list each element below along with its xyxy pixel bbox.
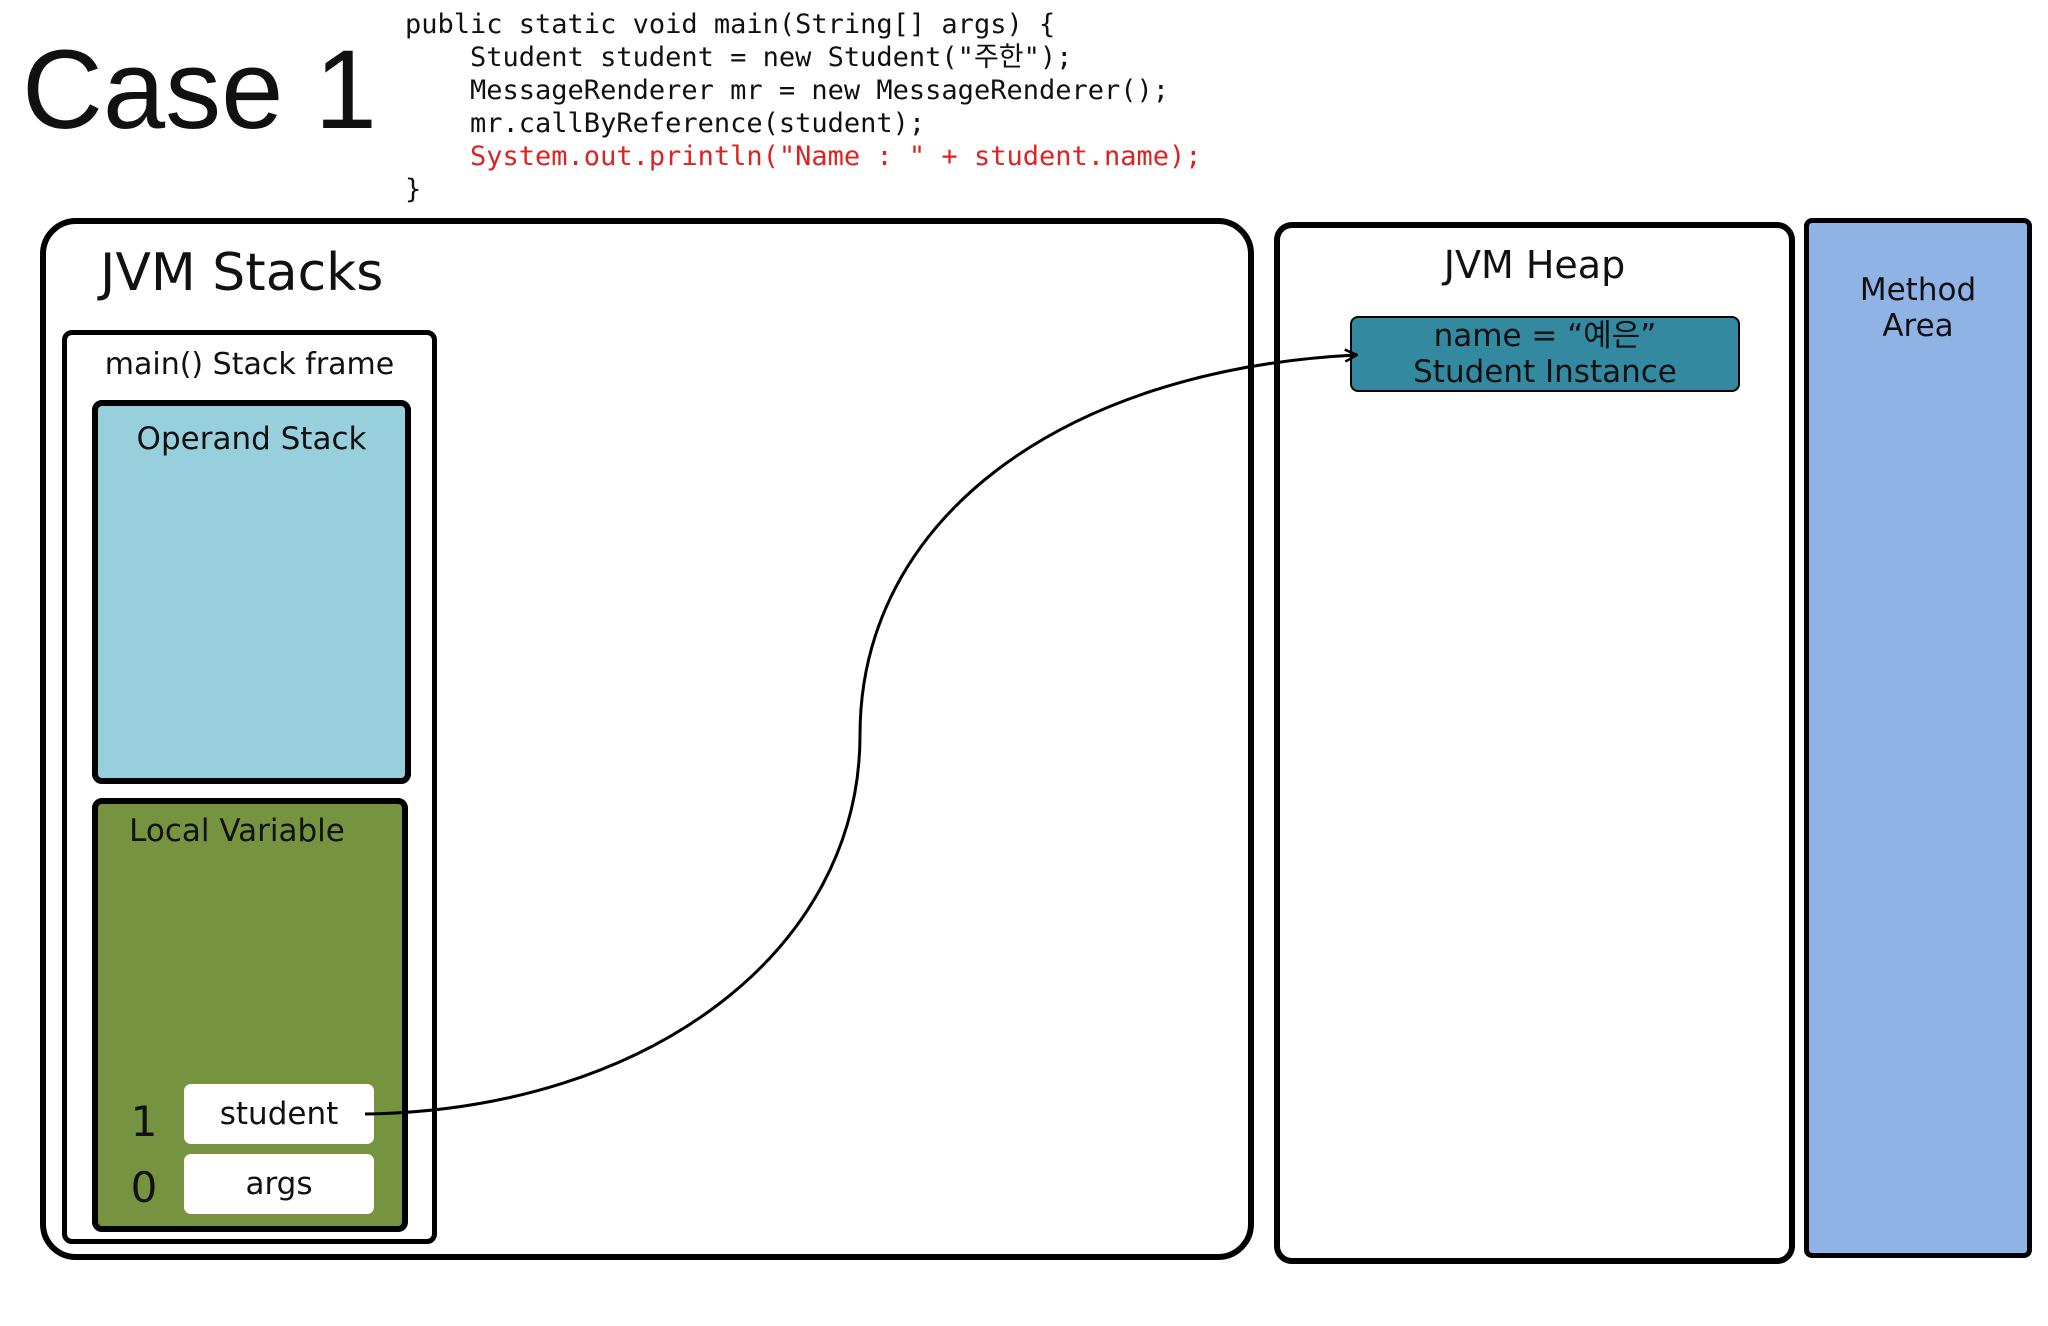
slot-args: args	[184, 1154, 374, 1214]
jvm-heap-title: JVM Heap	[1443, 243, 1626, 287]
method-area-title: Method Area	[1859, 272, 1977, 344]
stack-frame-title: main() Stack frame	[104, 347, 395, 382]
slot-student: student	[184, 1084, 374, 1144]
code-line: MessageRenderer mr = new MessageRenderer…	[405, 75, 1170, 106]
local-variable-title: Local Variable	[129, 813, 345, 849]
method-area-panel	[1804, 218, 2032, 1258]
operand-stack-box	[92, 400, 411, 784]
slot-index-1: 1	[130, 1097, 158, 1146]
instance-type-label: Student Instance	[1413, 354, 1677, 390]
code-line: }	[405, 174, 422, 205]
code-line: mr.callByReference(student);	[405, 108, 926, 139]
student-instance-box	[1350, 316, 1740, 392]
jvm-stacks-title: JVM Stacks	[100, 243, 384, 303]
code-line: Student student = new Student("주한");	[405, 42, 1073, 73]
code-block: public static void main(String[] args) {…	[405, 8, 1202, 206]
operand-stack-title: Operand Stack	[136, 421, 367, 457]
code-line: public static void main(String[] args) {	[405, 9, 1056, 40]
code-line: System.out.println("Name : " + student.n…	[405, 141, 1202, 172]
instance-name-field: name = “예은”	[1433, 318, 1657, 354]
case-title: Case 1	[22, 27, 377, 152]
slot-index-0: 0	[130, 1163, 158, 1212]
